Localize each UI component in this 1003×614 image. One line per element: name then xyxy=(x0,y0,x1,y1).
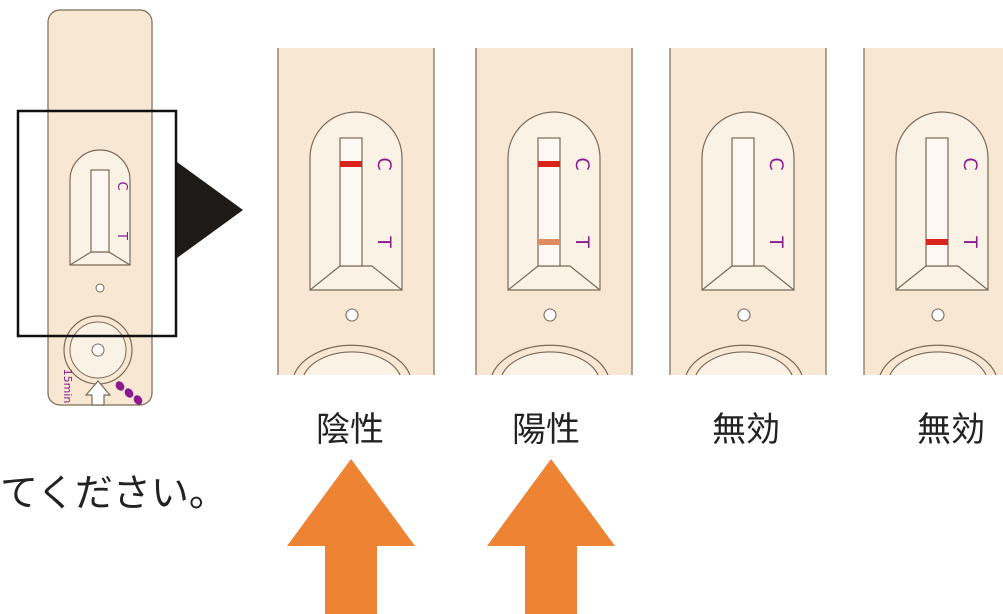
result-panel: CT xyxy=(277,48,435,376)
test-strip xyxy=(537,137,561,267)
result-panel: CT xyxy=(475,48,633,376)
instruction-text: てください。 xyxy=(0,471,227,515)
result-panel: CT xyxy=(669,48,827,376)
result-panel: CT xyxy=(863,48,1003,376)
window-hole xyxy=(931,308,945,322)
t-letter: T xyxy=(114,231,129,240)
test-strip xyxy=(90,169,110,253)
test-line xyxy=(926,239,948,245)
c-letter: C xyxy=(765,157,787,170)
result-label-invalid-2: 無効 xyxy=(917,410,985,450)
up-arrow-icon xyxy=(287,459,415,614)
c-letter: C xyxy=(373,157,395,170)
test-line xyxy=(538,239,560,245)
test-strip xyxy=(731,137,755,267)
sample-well xyxy=(303,351,401,376)
t-letter: T xyxy=(571,235,593,248)
sample-well xyxy=(501,351,599,376)
window-hole xyxy=(543,308,557,322)
zoom-frame xyxy=(16,109,178,338)
window-hole xyxy=(95,283,105,293)
control-line xyxy=(538,161,560,167)
window-hole xyxy=(737,308,751,322)
control-line xyxy=(340,161,362,167)
result-label-negative: 陰性 xyxy=(316,410,384,450)
result-label-positive: 陽性 xyxy=(512,410,580,450)
sample-drop-icon xyxy=(115,381,143,405)
c-letter: C xyxy=(571,157,593,170)
t-letter: T xyxy=(959,235,981,248)
sample-well xyxy=(695,351,793,376)
test-cassette: C T 15min xyxy=(47,9,153,406)
c-letter: C xyxy=(959,157,981,170)
test-strip xyxy=(925,137,949,267)
test-strip xyxy=(339,137,363,267)
pointer-arrow-icon xyxy=(177,162,243,258)
c-letter: C xyxy=(114,181,129,190)
window-hole xyxy=(345,308,359,322)
timer-label: 15min xyxy=(61,369,74,404)
up-arrow-icon xyxy=(487,459,615,614)
insert-arrow-icon xyxy=(84,380,112,406)
t-letter: T xyxy=(373,235,395,248)
sample-well xyxy=(889,351,987,376)
t-letter: T xyxy=(765,235,787,248)
result-label-invalid: 無効 xyxy=(712,410,780,450)
